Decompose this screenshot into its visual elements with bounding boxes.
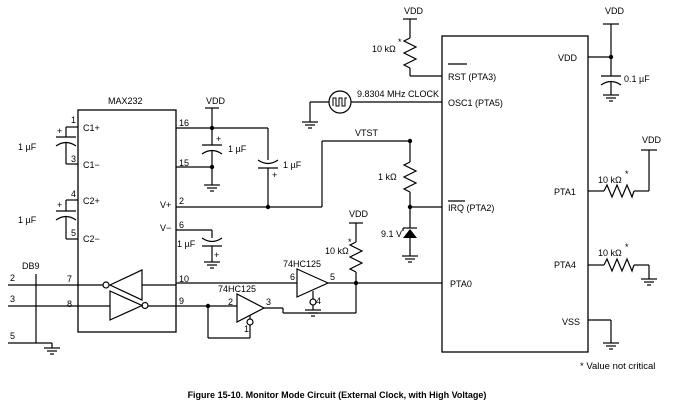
vdd-top-mid-label: VDD bbox=[404, 6, 424, 16]
max232-pin-c2m: C2− bbox=[83, 234, 100, 244]
vdd-max232-label: VDD bbox=[206, 96, 226, 106]
svg-text:3: 3 bbox=[266, 297, 271, 307]
cap-vcc-label: 1 µF bbox=[228, 144, 247, 154]
svg-text:+: + bbox=[216, 134, 221, 144]
max232-pin-4: 4 bbox=[71, 189, 76, 199]
db9-pin-3: 3 bbox=[10, 294, 15, 304]
svg-text:1: 1 bbox=[244, 324, 249, 334]
max232-pin-vminus: V− bbox=[160, 223, 171, 233]
mcu-pin-rst: RST (PTA3) bbox=[448, 72, 496, 82]
db9-name: DB9 bbox=[22, 261, 40, 271]
reset-and-clock: VDD 10 kΩ * 9.8304 MHz CLOCK bbox=[302, 6, 442, 129]
mcu-chip: RST (PTA3) OSC1 (PTA5) IRQ (PTA2) PTA0 V… bbox=[441, 35, 589, 353]
svg-text:4: 4 bbox=[316, 296, 321, 306]
mcu-right-network: VDD 0.1 µF VDD 10 kΩ * 10 kΩ * bbox=[588, 6, 662, 350]
max232-pin-6: 6 bbox=[179, 220, 184, 230]
buffer-b-label: 74HC125 bbox=[218, 284, 256, 294]
mcu-pin-pta0: PTA0 bbox=[450, 279, 472, 289]
svg-text:2: 2 bbox=[228, 297, 233, 307]
db9-pin-5: 5 bbox=[10, 331, 15, 341]
rst-res-label: 10 kΩ bbox=[372, 44, 396, 54]
db9-pin-2: 2 bbox=[10, 273, 15, 283]
max232-pin-c1p: C1+ bbox=[83, 123, 100, 133]
svg-text:5: 5 bbox=[330, 272, 335, 282]
max232-pin-15: 15 bbox=[179, 158, 189, 168]
buffer-a-label: 74HC125 bbox=[283, 259, 321, 269]
mcu-pin-pta4: PTA4 bbox=[554, 260, 576, 270]
max232-pin-16: 16 bbox=[179, 118, 189, 128]
svg-text:+: + bbox=[57, 126, 62, 136]
pump-capacitors: + 1 µF + 1 µF bbox=[18, 126, 77, 239]
max232-stubs bbox=[66, 126, 322, 240]
res-pta4-label: 10 kΩ bbox=[598, 248, 622, 258]
vdd-pta1-label: VDD bbox=[642, 135, 662, 145]
vdd-top-right-label: VDD bbox=[605, 6, 625, 16]
max232-pin-3: 3 bbox=[71, 154, 76, 164]
mcu-body bbox=[441, 35, 589, 353]
max232-pin-9: 9 bbox=[179, 296, 184, 306]
max232-ic: MAX232 C1+ C1− C2+ C2− V+ V− 1 3 4 5 16 … bbox=[67, 96, 189, 333]
max232-pin-7: 7 bbox=[67, 274, 72, 284]
db9-connector: DB9 2 3 5 bbox=[8, 261, 78, 355]
pta0-network: VDD 10 kΩ * bbox=[283, 209, 442, 314]
max232-name: MAX232 bbox=[108, 96, 143, 106]
cap-c1-label: 1 µF bbox=[18, 142, 37, 152]
buffer-74hc125-a: 74HC125 6 5 4 bbox=[176, 259, 335, 317]
mcu-pin-osc1: OSC1 (PTA5) bbox=[448, 98, 503, 108]
res-irq-label: 1 kΩ bbox=[378, 172, 397, 182]
max232-pin-1: 1 bbox=[71, 115, 76, 125]
max232-pin-8: 8 bbox=[67, 299, 72, 309]
clock-oscillator bbox=[328, 90, 352, 114]
svg-text:6: 6 bbox=[290, 272, 295, 282]
max232-pin-2: 2 bbox=[179, 196, 184, 206]
max232-body bbox=[77, 109, 177, 333]
mcu-pin-vss: VSS bbox=[562, 317, 580, 327]
mcu-pin-vdd: VDD bbox=[558, 53, 578, 63]
buffer-74hc125-b: 74HC125 2 3 1 bbox=[176, 284, 284, 339]
svg-text:*: * bbox=[625, 242, 629, 252]
clock-label: 9.8304 MHz CLOCK bbox=[357, 89, 439, 99]
svg-text:*: * bbox=[625, 169, 629, 179]
svg-text:*: * bbox=[398, 37, 402, 47]
mcu-pin-pta1: PTA1 bbox=[554, 187, 576, 197]
mcu-pin-irq: IRQ (PTA2) bbox=[448, 203, 494, 213]
svg-text:+: + bbox=[214, 250, 219, 260]
cap-vminus-label: 1 µF bbox=[177, 239, 196, 249]
max232-pin-c1m: C1− bbox=[83, 160, 100, 170]
max232-supply: VDD + 1 µF + 1 µF bbox=[201, 96, 302, 210]
max232-pin-c2p: C2+ bbox=[83, 196, 100, 206]
vdd-pullup-label: VDD bbox=[349, 209, 369, 219]
svg-text:*: * bbox=[348, 237, 352, 247]
vtst-label: VTST bbox=[355, 128, 379, 138]
cap-vplus-label: 1 µF bbox=[283, 160, 302, 170]
vminus-capacitor: + 1 µF bbox=[177, 230, 223, 269]
vtst-network: VTST 1 kΩ 9.1 V bbox=[321, 128, 442, 263]
cap-c2-label: 1 µF bbox=[18, 215, 37, 225]
footnote: * Value not critical bbox=[580, 361, 655, 372]
cap-vdd-label: 0.1 µF bbox=[624, 74, 650, 84]
max232-pin-10: 10 bbox=[179, 274, 189, 284]
res-pta1-label: 10 kΩ bbox=[598, 175, 622, 185]
svg-text:+: + bbox=[57, 200, 62, 210]
max232-pin-vplus: V+ bbox=[160, 200, 171, 210]
res-pullup-label: 10 kΩ bbox=[325, 246, 349, 256]
figure-caption: Figure 15-10. Monitor Mode Circuit (Exte… bbox=[188, 390, 487, 400]
zener-label: 9.1 V bbox=[381, 229, 402, 239]
max232-pin-5: 5 bbox=[71, 228, 76, 238]
svg-text:+: + bbox=[272, 170, 277, 180]
